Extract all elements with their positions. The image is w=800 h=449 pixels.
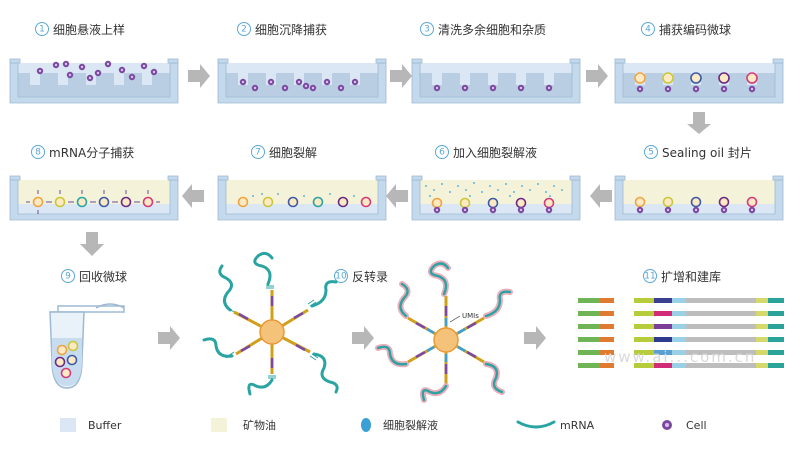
collection-tube [49,303,125,389]
arrow-10a-10b [352,326,374,350]
umi-label: UMIs [462,312,479,320]
beads-with-mrna [26,190,160,214]
lysis-droplets [425,182,563,197]
svg-text:11: 11 [644,272,655,282]
arrow-6-7 [386,184,408,208]
chip-step-6 [411,175,581,221]
svg-text:mRNA分子捕获: mRNA分子捕获 [49,145,134,160]
svg-text:细胞沉降捕获: 细胞沉降捕获 [255,22,327,37]
svg-text:6: 6 [439,148,445,158]
arrow-7-8 [182,184,204,208]
svg-text:9: 9 [65,272,71,282]
svg-text:1: 1 [39,25,45,35]
droplet-icon [361,418,371,432]
step-1-title: 1 细胞悬液上样 [35,22,125,37]
legend-buffer: Buffer [60,418,122,432]
read-5 [578,350,784,355]
mrna-icon [516,420,556,429]
arrow-5-6 [590,184,612,208]
svg-text:mRNA: mRNA [560,419,595,432]
read-2 [578,311,784,316]
step-2-title: 2 细胞沉降捕获 [237,22,327,37]
arrow-4-5 [687,112,711,134]
arrow-8-9 [80,232,104,256]
step-4-title: 4 捕获编码微球 [641,22,731,37]
arrow-3-4 [586,64,608,88]
svg-text:Sealing oil 封片: Sealing oil 封片 [662,146,752,160]
svg-text:扩增和建库: 扩增和建库 [661,269,721,284]
svg-text:5: 5 [648,148,654,158]
chip-step-5 [614,175,784,221]
svg-text:Cell: Cell [686,419,707,432]
svg-text:8: 8 [35,148,41,158]
svg-text:反转录: 反转录 [352,269,388,284]
svg-text:10: 10 [335,272,347,282]
step-10-title: 10 反转录 [334,269,388,284]
arrow-1-2 [188,64,210,88]
legend: Buffer 矿物油 细胞裂解液 mRNA Cell [60,418,707,432]
svg-text:捕获编码微球: 捕获编码微球 [659,22,731,37]
step-9-title: 9 回收微球 [61,269,127,284]
chip-step-1 [9,58,179,104]
chip-step-7 [217,175,387,221]
step-3-title: 3 清洗多余细胞和杂质 [420,22,546,37]
read-4 [578,337,784,342]
legend-lysis-buffer: 细胞裂解液 [361,418,438,432]
watermark: www.ai...com.cn [604,348,756,366]
library-reads: www.ai...com.cn [578,298,784,368]
bead-with-mrna [202,251,339,396]
chip-step-2 [217,58,387,104]
chip-step-4 [614,58,784,104]
read-1 [578,298,784,303]
chip-step-3 [411,58,581,104]
barcode-beads-row-1 [634,72,758,84]
svg-text:7: 7 [255,148,261,158]
step-6-title: 6 加入细胞裂解液 [435,145,537,160]
svg-text:矿物油: 矿物油 [243,418,276,432]
step-7-title: 7 细胞裂解 [251,145,317,160]
chip-step-8 [9,175,179,221]
svg-text:2: 2 [241,25,247,35]
read-3 [578,324,784,329]
step-5-title: 5 Sealing oil 封片 [644,145,752,160]
svg-text:4: 4 [645,25,651,35]
arrow-10-11 [524,326,546,350]
svg-text:清洗多余细胞和杂质: 清洗多余细胞和杂质 [438,22,546,37]
svg-text:细胞悬液上样: 细胞悬液上样 [53,22,125,37]
read-6 [578,363,784,368]
svg-text:回收微球: 回收微球 [79,270,127,284]
svg-text:细胞裂解: 细胞裂解 [269,146,317,160]
arrow-9-10 [158,326,180,350]
legend-mineral-oil: 矿物油 [211,418,276,432]
legend-cell: Cell [662,419,707,432]
step-8-title: 8 mRNA分子捕获 [31,145,134,160]
legend-mrna: mRNA [516,419,595,432]
svg-text:加入细胞裂解液: 加入细胞裂解液 [453,145,537,160]
svg-text:细胞裂解液: 细胞裂解液 [383,418,438,432]
svg-text:3: 3 [424,25,430,35]
arrow-2-3 [390,64,412,88]
step-11-title: 11 扩增和建库 [643,269,721,284]
svg-text:Buffer: Buffer [88,419,122,432]
bead-with-cdna: UMIs [375,260,513,403]
